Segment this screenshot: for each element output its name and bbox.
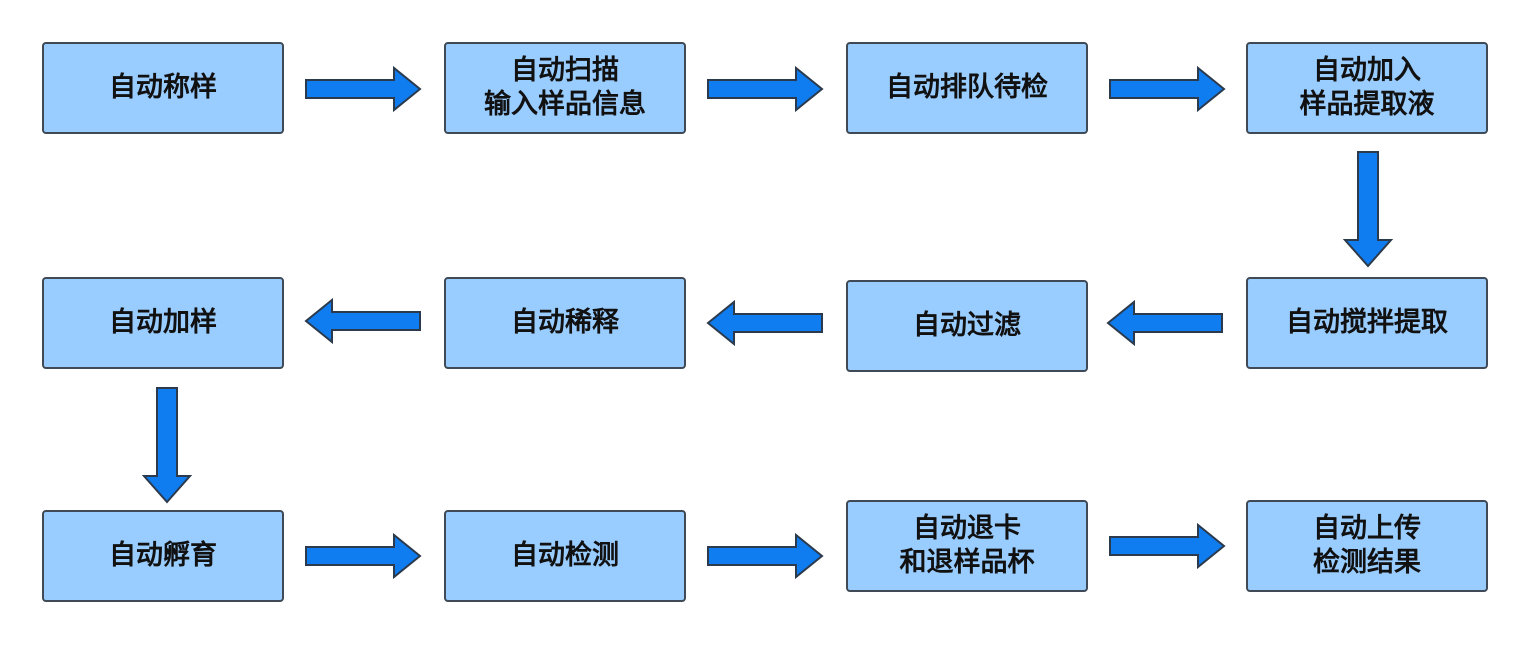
step-box-add-sample: 自动加样 [42,277,284,369]
step-box-queue: 自动排队待检 [846,42,1088,134]
step-box-filter: 自动过滤 [846,280,1088,372]
arrow-down-icon [1342,151,1394,268]
step-box-eject: 自动退卡 和退样品杯 [846,500,1088,592]
arrow-left-icon [304,297,421,345]
arrow-right-icon [305,532,422,580]
arrow-left-icon [1106,299,1223,347]
step-label: 自动称样 [109,72,217,103]
step-label: 自动扫描 输入样品信息 [484,55,646,120]
step-box-incubate: 自动孵育 [42,510,284,602]
step-label: 自动上传 检测结果 [1313,513,1421,578]
step-box-scan-input: 自动扫描 输入样品信息 [444,42,686,134]
arrow-right-icon [305,65,422,113]
step-label: 自动搅拌提取 [1286,307,1448,338]
step-box-stir-extract: 自动搅拌提取 [1246,277,1488,369]
arrow-down-icon [141,387,193,504]
step-label: 自动排队待检 [886,72,1048,103]
arrow-right-icon [1109,65,1226,113]
step-label: 自动加样 [109,307,217,338]
step-label: 自动孵育 [109,540,217,571]
step-box-upload: 自动上传 检测结果 [1246,500,1488,592]
step-label: 自动过滤 [913,310,1021,341]
step-box-detect: 自动检测 [444,510,686,602]
step-box-dilute: 自动稀释 [444,277,686,369]
step-label: 自动退卡 和退样品杯 [899,513,1035,578]
step-label: 自动稀释 [511,307,619,338]
step-box-add-extract: 自动加入 样品提取液 [1246,42,1488,134]
step-label: 自动加入 样品提取液 [1299,55,1435,120]
arrow-right-icon [1109,522,1226,570]
step-label: 自动检测 [511,540,619,571]
arrow-left-icon [706,299,823,347]
step-box-weigh: 自动称样 [42,42,284,134]
arrow-right-icon [707,65,824,113]
arrow-right-icon [707,532,824,580]
